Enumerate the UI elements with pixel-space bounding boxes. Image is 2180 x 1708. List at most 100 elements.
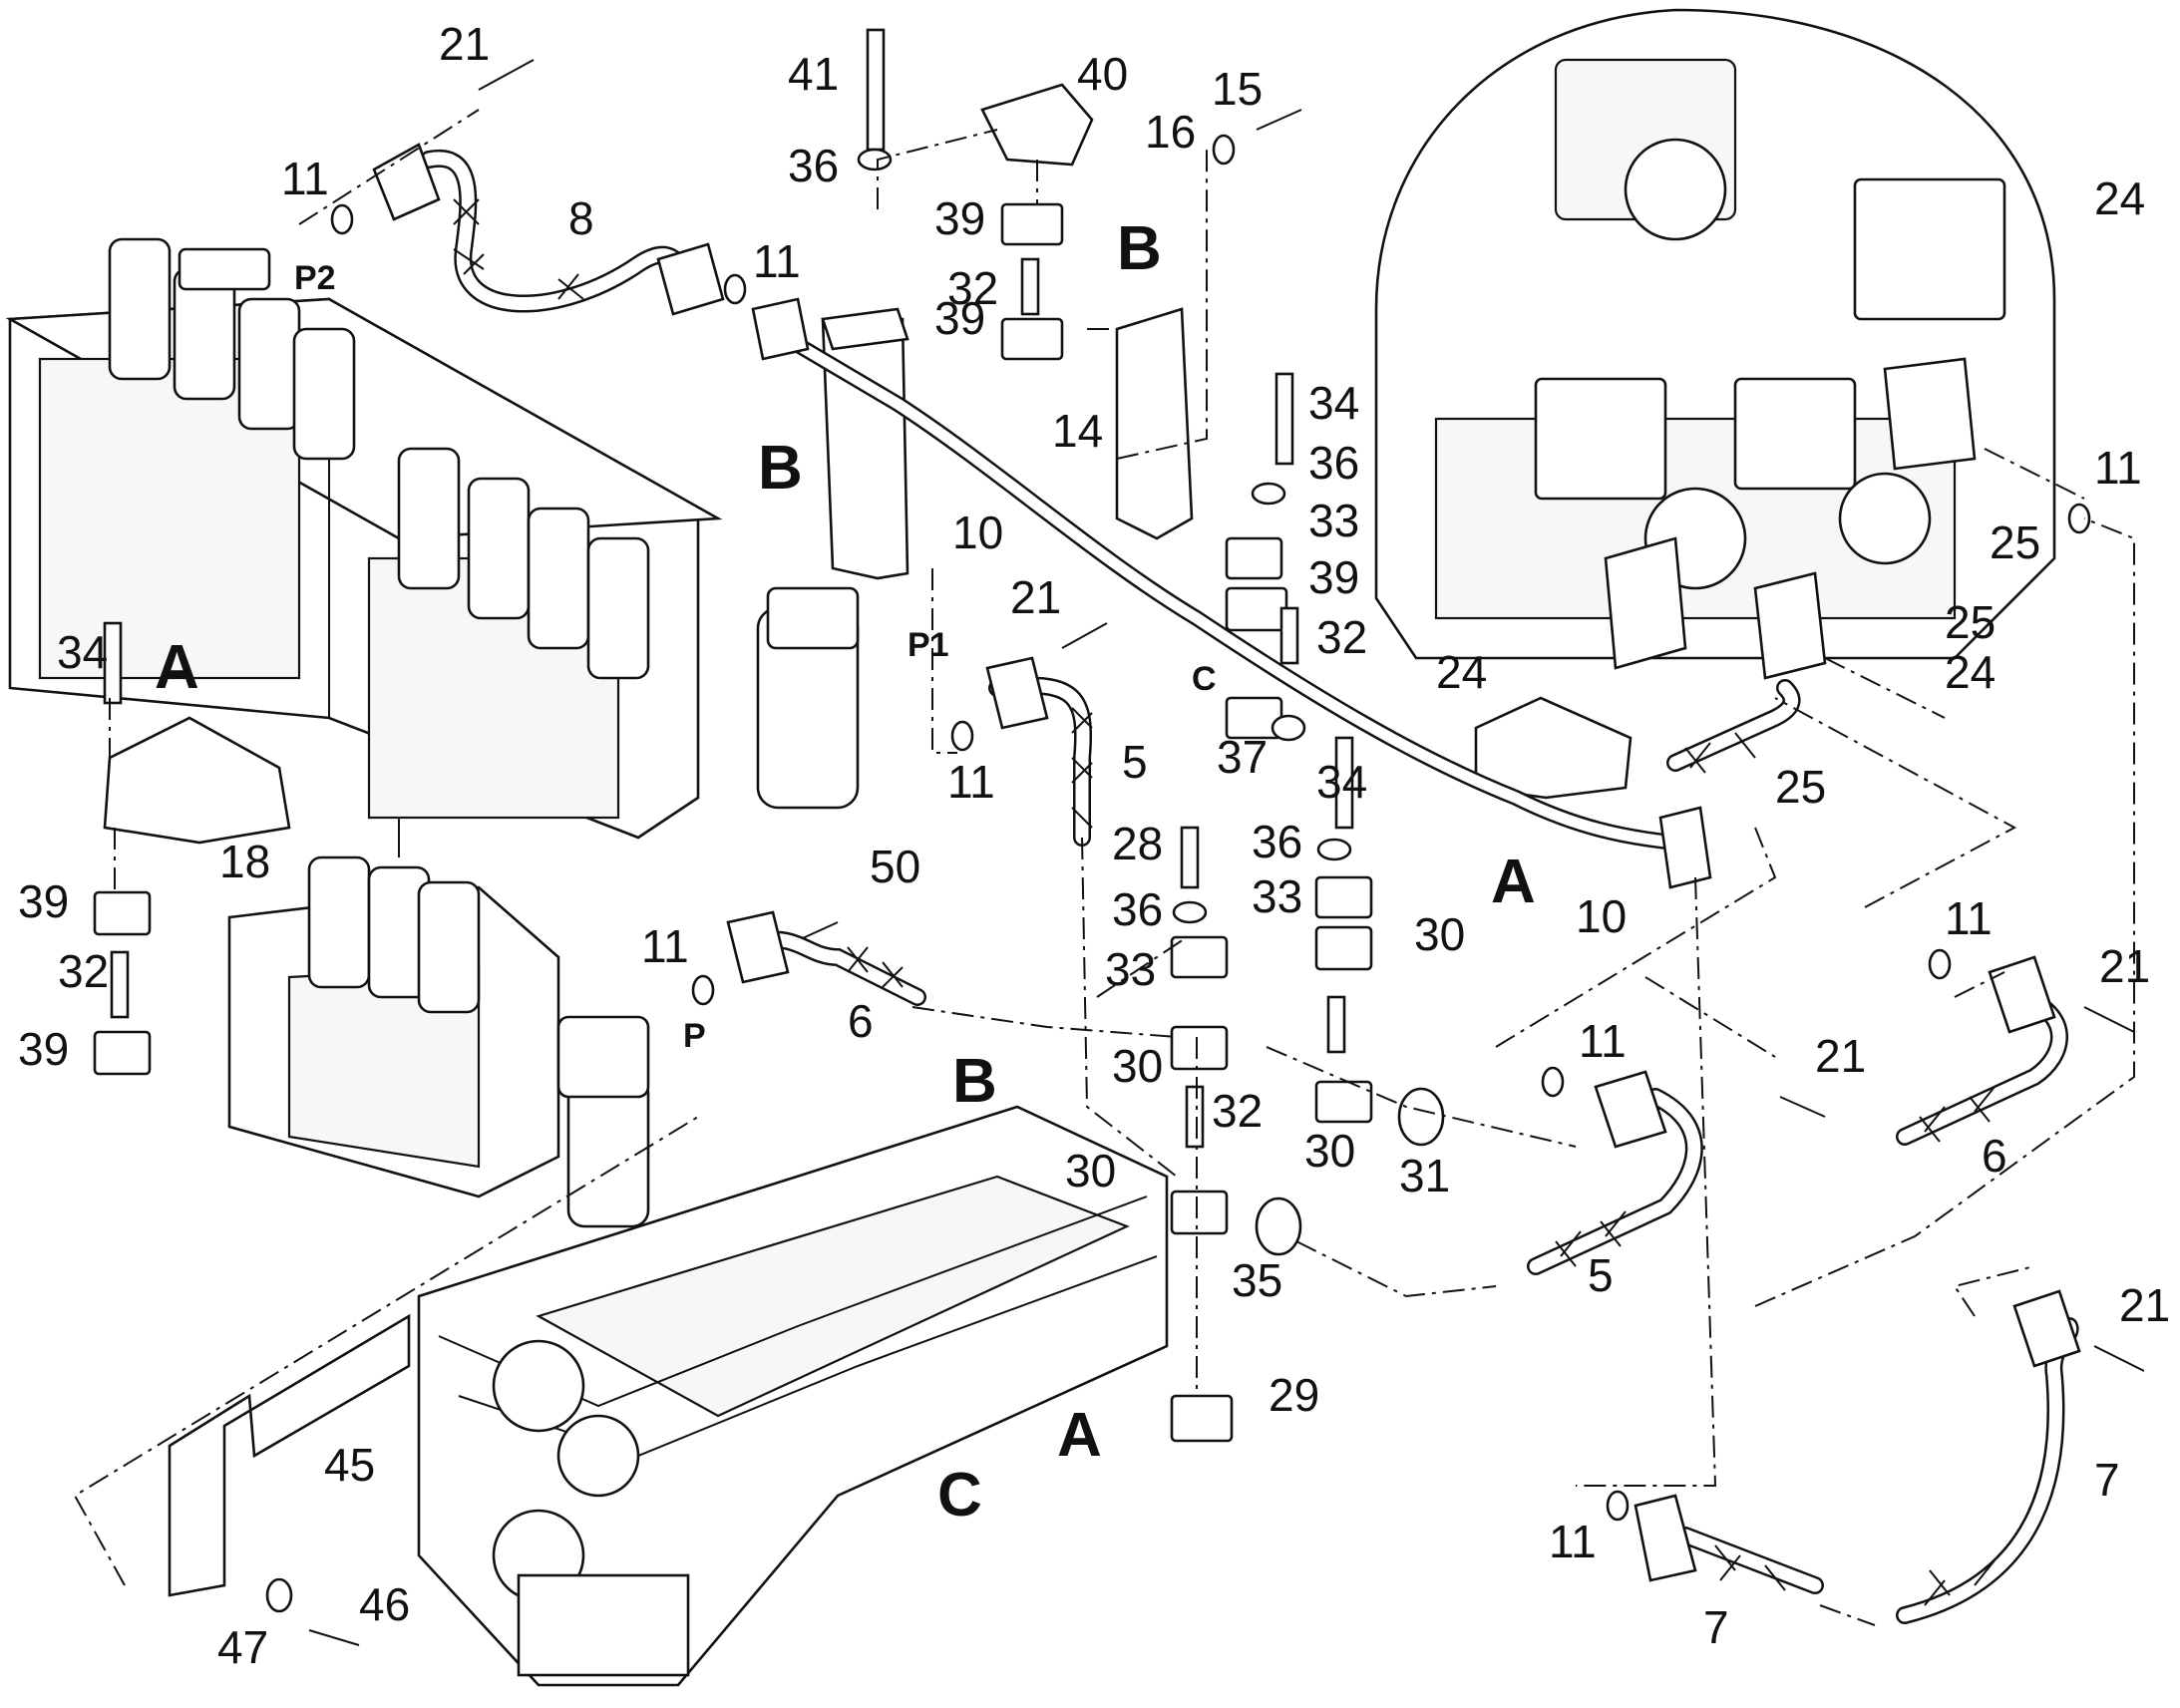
callout-35: 35 (1232, 1254, 1282, 1306)
callout-16: 16 (1145, 106, 1196, 158)
callout-6: 6 (1982, 1130, 2007, 1182)
callout-36: 36 (788, 140, 839, 191)
bracket-14 (1115, 307, 1194, 540)
callout-14: 14 (1052, 405, 1103, 457)
view-label-c: C (937, 1461, 982, 1530)
callout-10: 10 (1576, 890, 1627, 942)
manifold-blocks-24 (1604, 357, 1977, 680)
callout-41: 41 (788, 48, 839, 100)
callout-32: 32 (1316, 611, 1367, 663)
view-label-a: A (155, 633, 199, 702)
callout-39: 39 (934, 192, 985, 244)
washers-and-bushings (265, 134, 2091, 1613)
hose-25 (1666, 679, 1801, 774)
callout-36: 36 (1308, 437, 1359, 489)
callout-34: 34 (57, 626, 108, 678)
callout-32: 32 (947, 262, 998, 314)
callout-15: 15 (1212, 63, 1263, 115)
callout-21: 21 (2099, 940, 2150, 992)
callout-11: 11 (947, 756, 995, 808)
callout-40: 40 (1077, 48, 1128, 100)
loader-frame (417, 1105, 1169, 1687)
callout-11: 11 (1945, 892, 1993, 944)
view-label-a: A (1491, 848, 1536, 916)
hose-6-right (1896, 955, 2068, 1146)
callout-24: 24 (2094, 172, 2145, 224)
callout-11: 11 (641, 920, 689, 972)
callout-21: 21 (1010, 571, 1061, 623)
callout-50: 50 (870, 841, 920, 892)
callout-11: 11 (753, 235, 801, 287)
callout-11: 11 (2094, 442, 2142, 494)
hose-5-right (1527, 1070, 1703, 1275)
view-label-b: B (758, 434, 803, 503)
callout-11: 11 (1549, 1516, 1597, 1567)
port-label-p2: P2 (294, 259, 336, 297)
transmission-housing (1374, 8, 2056, 660)
main-control-valve-block (5, 237, 860, 857)
callout-7: 7 (2094, 1454, 2120, 1506)
callout-28: 28 (1112, 818, 1163, 869)
detail-label-c: C (1192, 660, 1217, 698)
callout-39: 39 (18, 1023, 69, 1075)
callout-5: 5 (1588, 1249, 1614, 1301)
hose-5-top (985, 656, 1093, 847)
callout-30: 30 (1112, 1040, 1163, 1092)
assembly-leader-lines (73, 109, 2135, 1626)
callout-33: 33 (1308, 495, 1359, 546)
callout-11: 11 (1579, 1015, 1627, 1067)
callout-7: 7 (1703, 1601, 1729, 1653)
callout-30: 30 (1414, 908, 1465, 960)
callout-39: 39 (1308, 551, 1359, 603)
view-label-b: B (1117, 214, 1162, 283)
callout-46: 46 (359, 1578, 410, 1630)
callout-37: 37 (1217, 731, 1268, 783)
callout-25: 25 (1945, 596, 1996, 648)
callout-36: 36 (1252, 816, 1302, 867)
view-label-b: B (952, 1047, 997, 1116)
hose-8 (372, 143, 810, 361)
hose-6-left (726, 910, 926, 1006)
port-label-p: P (683, 1017, 706, 1055)
plate-40 (980, 83, 1094, 167)
callout-30: 30 (1304, 1125, 1355, 1177)
callout-24: 24 (1945, 646, 1996, 698)
callout-32: 32 (58, 945, 109, 997)
callout-21: 21 (1815, 1030, 1866, 1082)
callout-25: 25 (1775, 761, 1826, 813)
clamp-blocks (93, 202, 1373, 1443)
hose-7 (1634, 1289, 2081, 1624)
callout-34: 34 (1308, 377, 1359, 429)
callout-29: 29 (1269, 1369, 1319, 1421)
callout-36: 36 (1112, 883, 1163, 935)
callout-39: 39 (18, 875, 69, 927)
bracket-b-left (821, 307, 909, 580)
callout-24: 24 (1436, 646, 1487, 698)
bracket-45 (168, 1313, 411, 1597)
callout-33: 33 (1252, 870, 1302, 922)
callout-34: 34 (1316, 756, 1367, 808)
callout-32: 32 (1212, 1085, 1263, 1137)
callout-11: 11 (281, 153, 329, 204)
callout-labels: 21 41 40 15 16 36 11 8 P2 11 39 B 32 39 … (18, 18, 2170, 1673)
callout-21: 21 (2119, 1279, 2170, 1331)
studs (103, 28, 1354, 1149)
callout-6: 6 (848, 995, 874, 1047)
callout-10: 10 (952, 507, 1003, 558)
tube-10 (780, 331, 1712, 889)
port-label-p1: P1 (908, 626, 949, 664)
callout-39: 39 (934, 292, 985, 344)
callout-30: 30 (1065, 1145, 1116, 1196)
view-label-a: A (1057, 1401, 1102, 1470)
plate-18 (103, 716, 291, 845)
callout-25: 25 (1990, 516, 2040, 568)
callout-45: 45 (324, 1439, 375, 1491)
callout-18: 18 (219, 836, 270, 887)
auxiliary-valve-block (227, 855, 650, 1228)
callout-47: 47 (217, 1621, 268, 1673)
callout-31: 31 (1399, 1150, 1450, 1201)
callout-33: 33 (1105, 943, 1156, 995)
callout-21: 21 (439, 18, 490, 70)
callout-8: 8 (568, 192, 594, 244)
